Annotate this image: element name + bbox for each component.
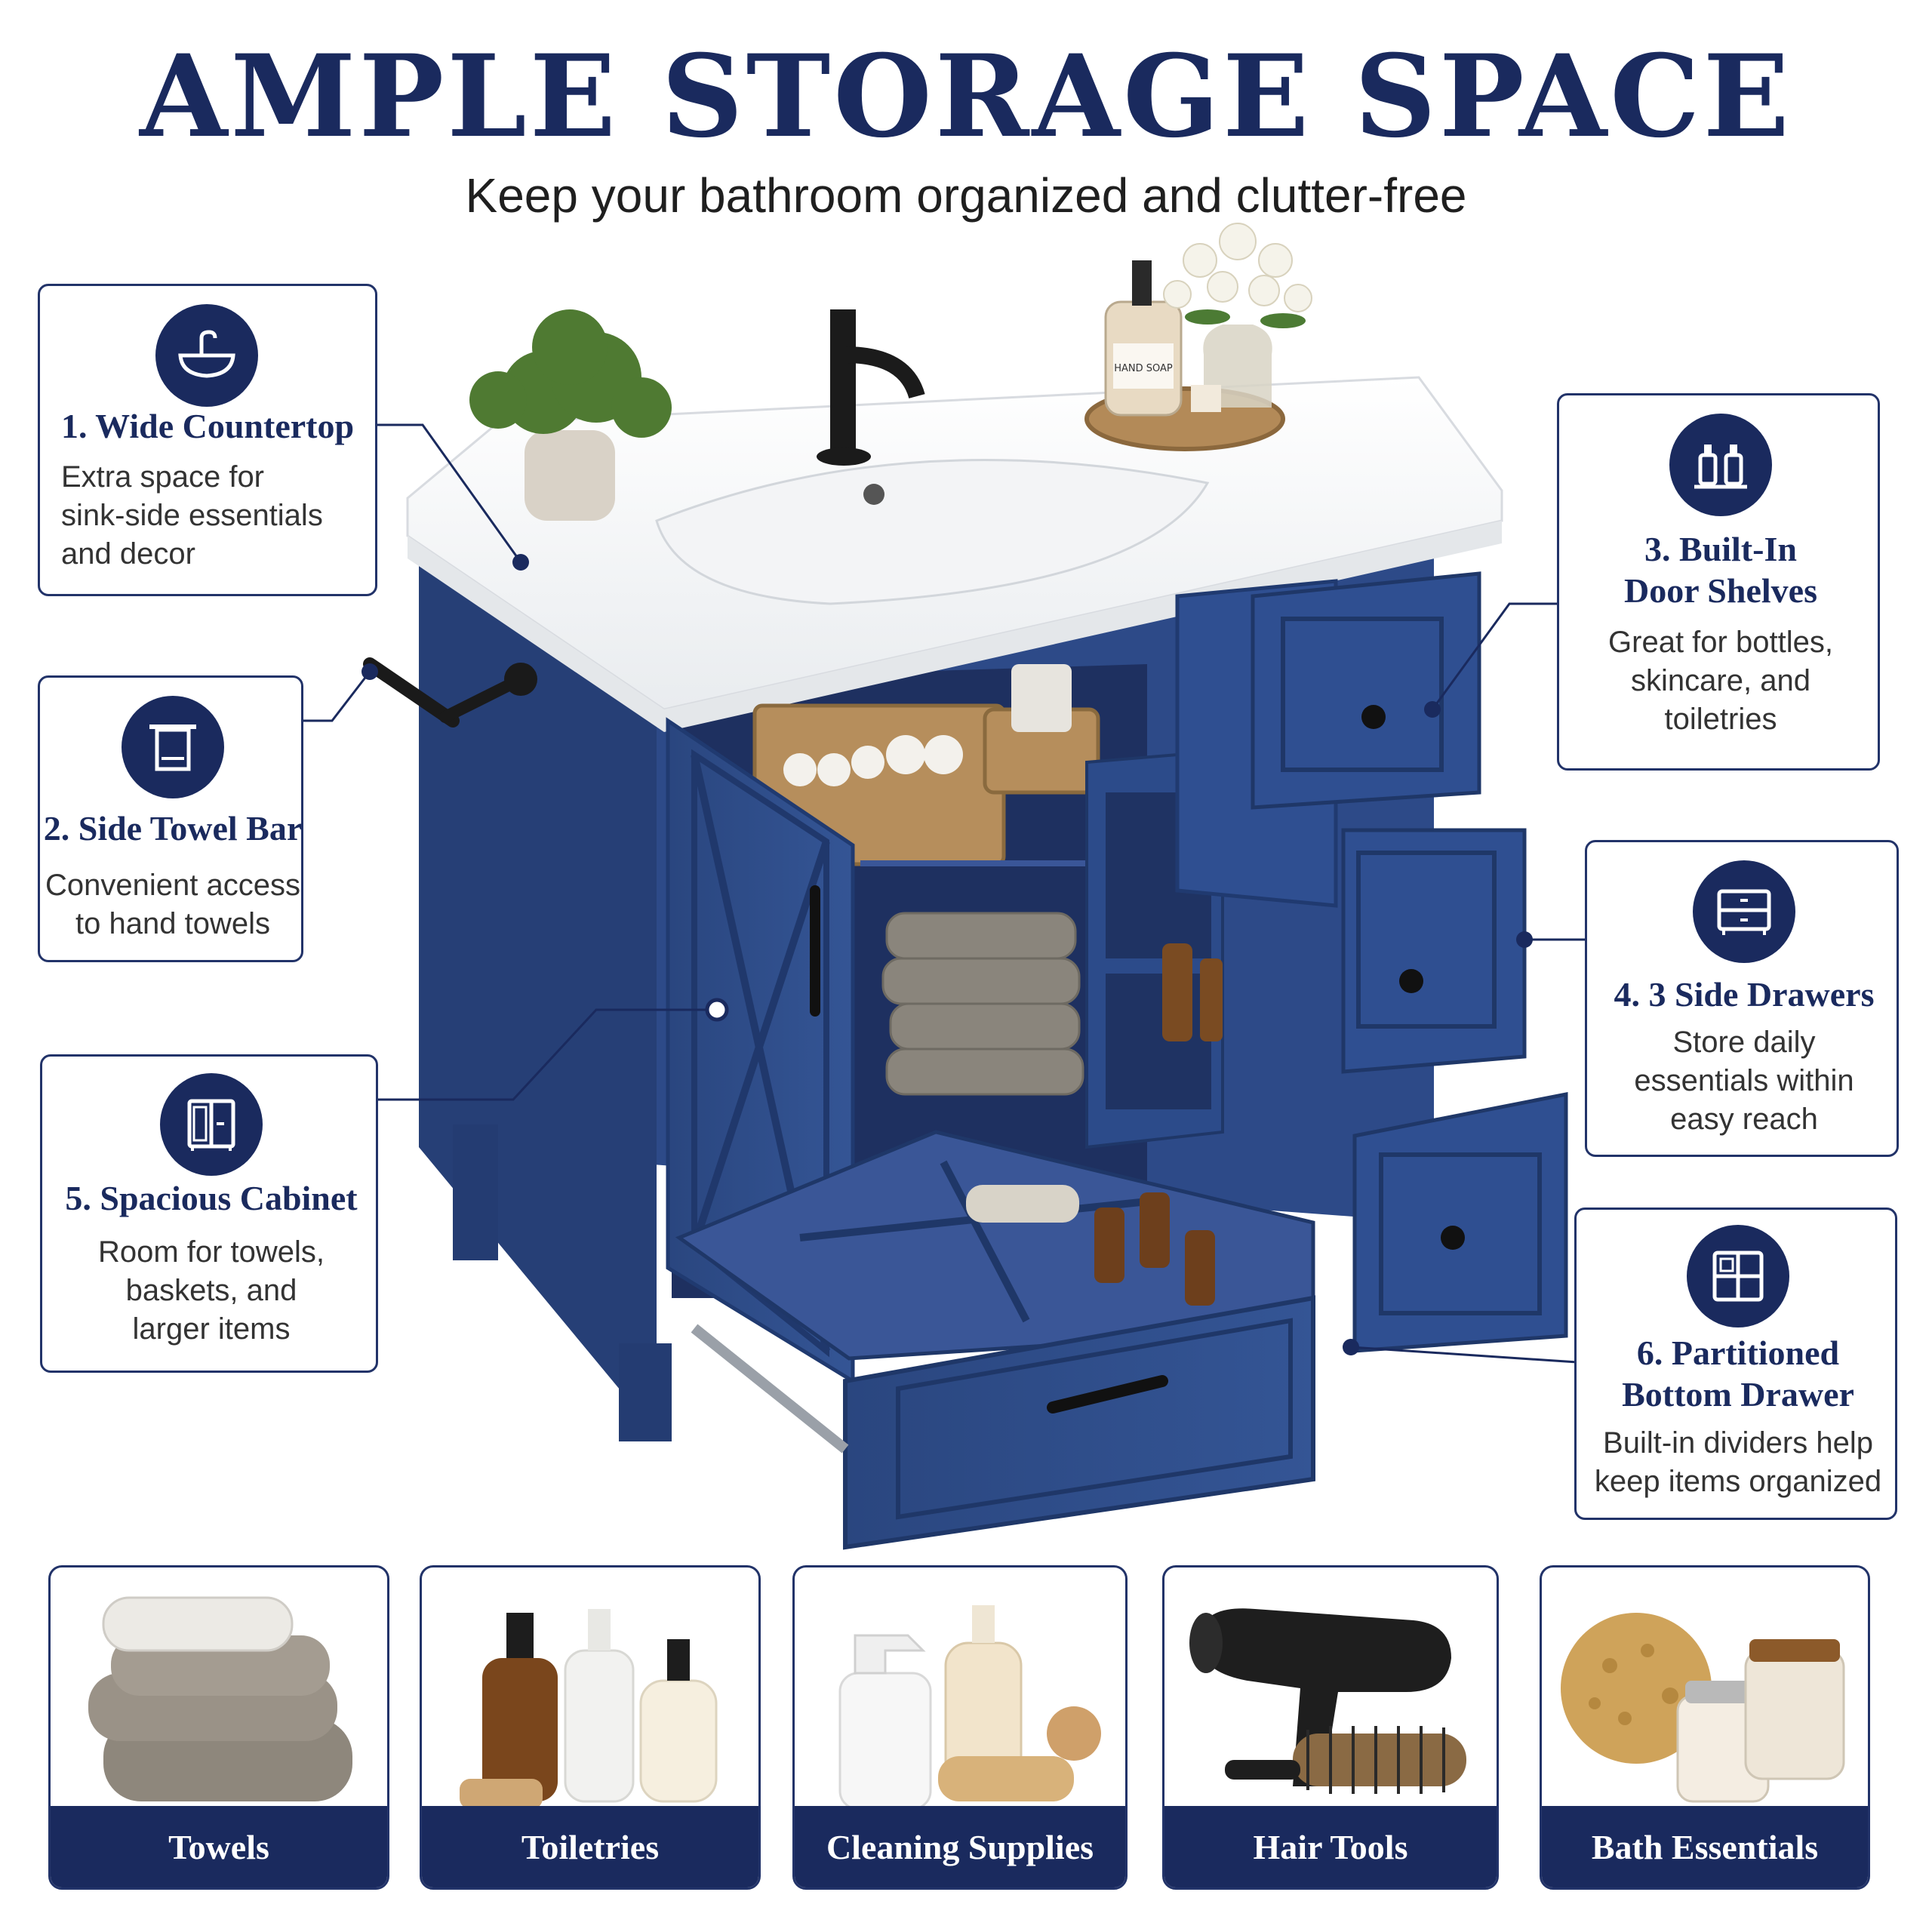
- callout-dots: [361, 554, 1533, 1355]
- feature-card-spacious-cabinet: 5. Spacious Cabinet Room for towels,bask…: [40, 1054, 378, 1373]
- category-tile-cleaning-supplies: Cleaning Supplies: [792, 1565, 1128, 1890]
- drawer-knob: [1441, 1226, 1465, 1250]
- feature-title: 1. Wide Countertop: [61, 407, 355, 445]
- drawer-knob: [1361, 705, 1386, 729]
- category-label: Towels: [51, 1806, 387, 1887]
- page-subtitle: Keep your bathroom organized and clutter…: [465, 168, 1467, 223]
- side-drawer-bottom: [1352, 1091, 1568, 1353]
- hair-tools-icon: [1189, 1608, 1466, 1794]
- cabinet-foot: [453, 1124, 498, 1260]
- drawer-pull: [1047, 1375, 1168, 1414]
- drawers-icon: [1693, 860, 1795, 963]
- category-tile-toiletries: Toiletries: [420, 1565, 761, 1890]
- category-tile-towels: Towels: [48, 1565, 389, 1890]
- side-drawer-top: [1251, 571, 1481, 810]
- bottom-drawer-front: [843, 1295, 1315, 1550]
- flowers: [1163, 223, 1312, 312]
- soap-label: HAND SOAP: [1114, 363, 1173, 374]
- towel-bar-icon: [122, 696, 224, 798]
- partition-icon: [1687, 1225, 1789, 1327]
- toiletries-icon: [460, 1609, 718, 1809]
- sink-icon: [155, 304, 258, 407]
- bath-essentials-icon: [1561, 1613, 1845, 1803]
- overflow-drain: [863, 484, 884, 505]
- feature-title: 5. Spacious Cabinet: [65, 1179, 358, 1217]
- side-drawer-middle: [1341, 828, 1527, 1074]
- bottom-drawer-interior: [675, 1130, 1315, 1361]
- plant-pot: [525, 430, 615, 521]
- category-label: Cleaning Supplies: [795, 1806, 1125, 1887]
- towels-icon: [88, 1596, 352, 1801]
- cabinet-foot: [619, 1343, 672, 1441]
- category-label: Toiletries: [422, 1806, 758, 1887]
- folded-towels: [881, 912, 1084, 1096]
- bottles-icon: [1669, 414, 1772, 516]
- category-label: Hair Tools: [1164, 1806, 1497, 1887]
- category-tile-hair-tools: Hair Tools: [1162, 1565, 1499, 1890]
- drawer-slide: [691, 1324, 849, 1454]
- cleaning-supplies-icon: [838, 1605, 1101, 1810]
- feature-title: 2. Side Towel Bar: [43, 809, 303, 848]
- category-tile-bath-essentials: Bath Essentials: [1540, 1565, 1870, 1890]
- page-title: AMPLE STORAGE SPACE: [140, 30, 1792, 163]
- cabinet-icon: [160, 1073, 263, 1176]
- category-label: Bath Essentials: [1542, 1806, 1868, 1887]
- drawer-knob: [1399, 969, 1423, 993]
- faucet: [830, 309, 856, 453]
- towel-bar: [363, 657, 460, 728]
- plant-leaves: [469, 309, 672, 438]
- sink-basin: [655, 459, 1210, 605]
- feature-title: 4. 3 Side Drawers: [1614, 975, 1875, 1014]
- callout-lines: [302, 423, 1589, 1364]
